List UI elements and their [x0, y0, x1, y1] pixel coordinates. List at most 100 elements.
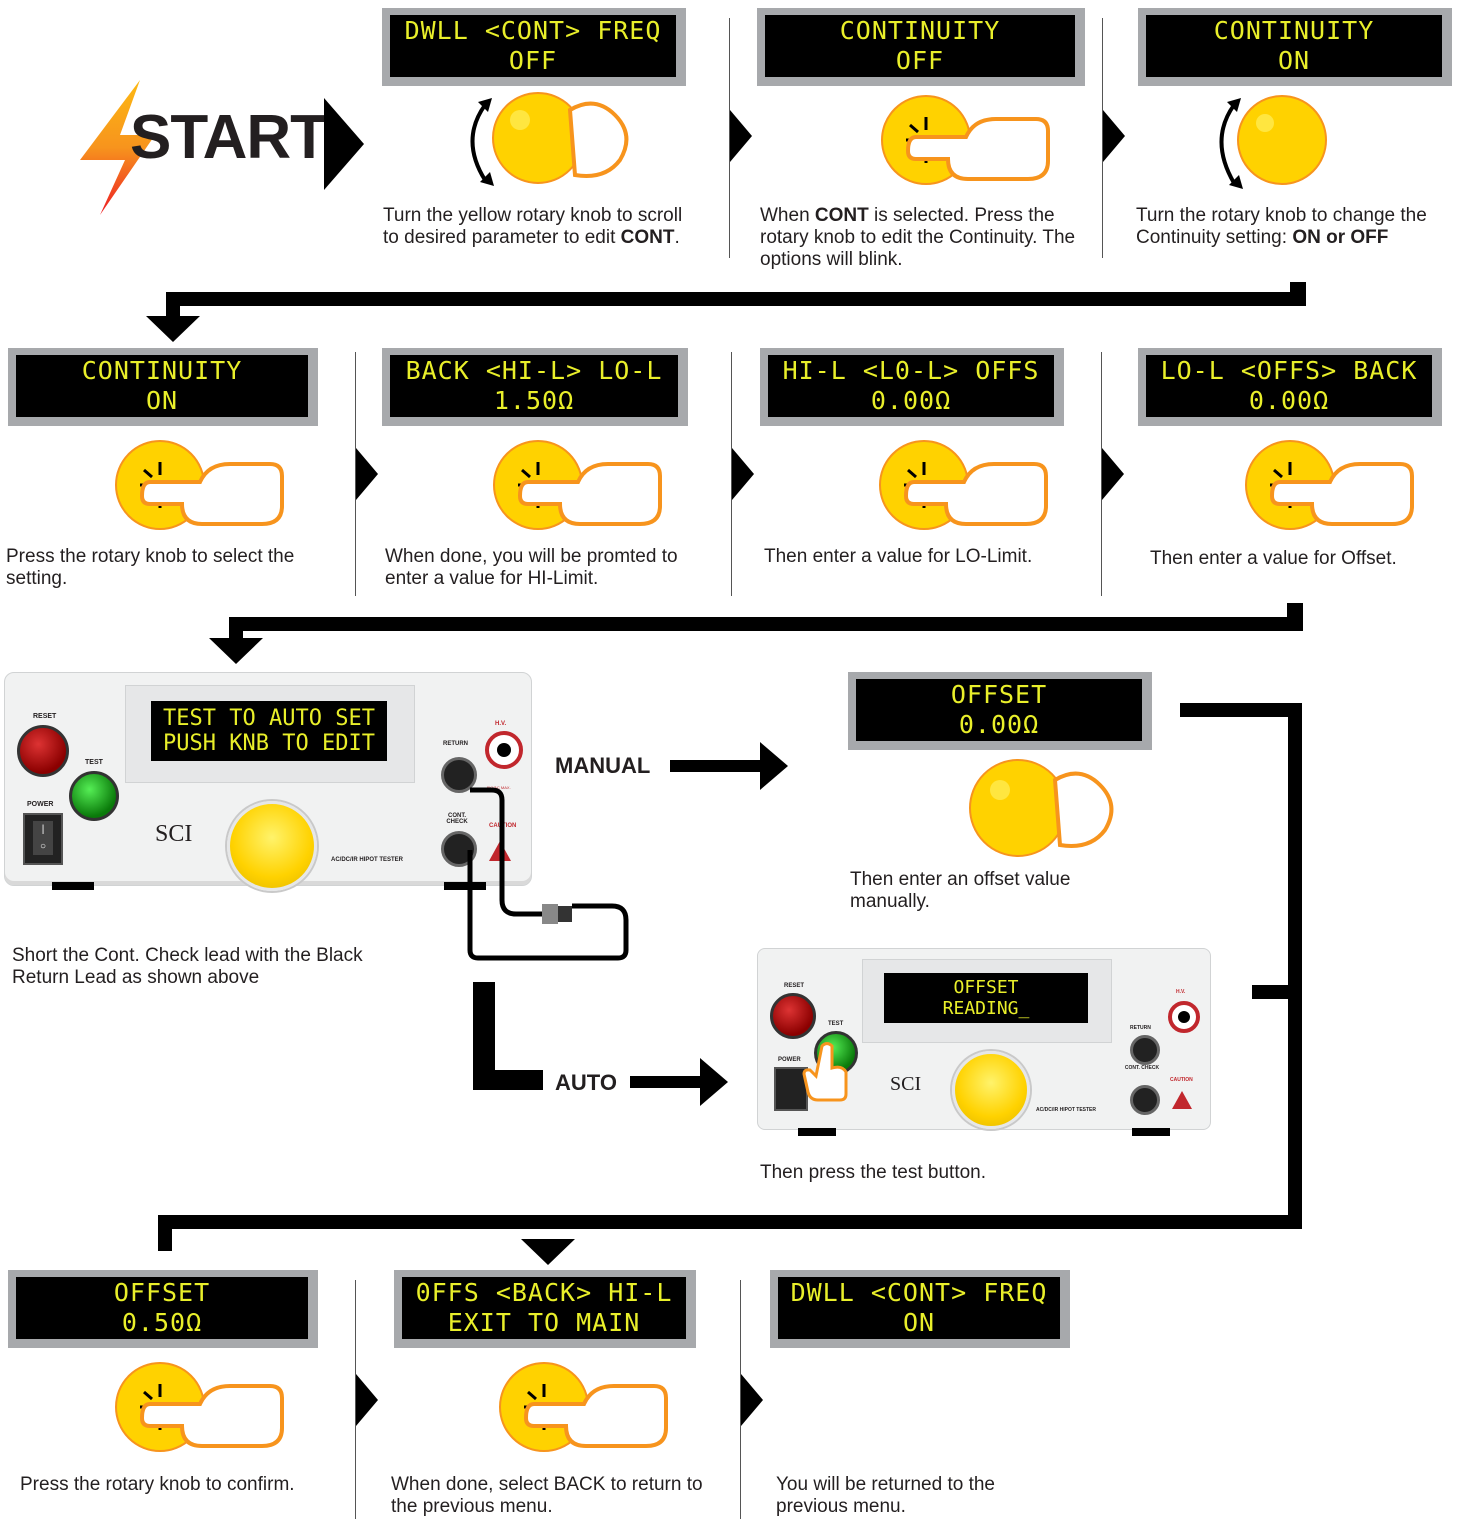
- rotate-knob-icon: [969, 759, 1114, 857]
- reset-button[interactable]: [770, 993, 816, 1039]
- caption-text: When: [760, 205, 815, 226]
- return-label: RETURN: [443, 741, 468, 747]
- lcd-display: 0FFS <BACK> HI-L EXIT TO MAIN: [394, 1270, 696, 1348]
- caption-bold: CONT: [620, 227, 675, 248]
- press-knob-icon: [881, 95, 1050, 185]
- step-caption: When CONT is selected. Press the rotary …: [760, 205, 1090, 271]
- device-foot: [52, 882, 94, 890]
- next-arrow-icon: [741, 1374, 763, 1426]
- model-label: AC/DC/IR HIPOT TESTER: [331, 857, 404, 863]
- auto-flow-line: [473, 982, 495, 1090]
- return-label: RETURN: [1130, 1025, 1151, 1031]
- separator: [729, 18, 730, 258]
- lcd-display: OFFSET 0.50Ω: [8, 1270, 318, 1348]
- lcd-line: 0FFS <BACK> HI-L: [415, 1278, 673, 1307]
- auto-arrow: [630, 1076, 704, 1088]
- return-terminal[interactable]: [1130, 1035, 1160, 1065]
- cont-check-terminal[interactable]: [1130, 1085, 1160, 1115]
- lcd-line: DWLL <CONT> FREQ: [790, 1278, 1048, 1307]
- flow-line: [158, 1215, 1302, 1229]
- device-foot: [798, 1128, 836, 1136]
- flow-line: [1252, 985, 1302, 999]
- flow-line: [1180, 703, 1302, 717]
- power-switch[interactable]: [774, 1067, 808, 1111]
- device-foot: [444, 882, 486, 890]
- start-label: START: [130, 103, 328, 172]
- lcd-line: HI-L <L0-L> OFFS: [782, 356, 1040, 385]
- step-caption: Then enter a value for LO-Limit.: [764, 546, 1033, 567]
- auto-flow-line: [473, 1070, 543, 1090]
- lcd-line: ON: [145, 386, 179, 415]
- hipot-tester-device: TEST TO AUTO SET PUSH KNB TO EDIT RESET …: [4, 672, 532, 891]
- power-switch[interactable]: |○: [23, 813, 63, 865]
- auto-arrow-head-icon: [700, 1058, 728, 1106]
- lcd-line: 0.50Ω: [121, 1308, 203, 1337]
- separator: [740, 1280, 741, 1519]
- lcd-display: CONTINUITY ON: [8, 348, 318, 426]
- rotate-knob-icon: [470, 92, 629, 186]
- lcd-line: DWLL <CONT> FREQ: [404, 16, 662, 45]
- lcd-line: BACK <HI-L> LO-L: [405, 356, 663, 385]
- hv-terminal-hole: [1178, 1011, 1190, 1023]
- device-caption: Short the Cont. Check lead with the Blac…: [12, 945, 363, 988]
- auto-caption: Then press the test button.: [760, 1162, 987, 1183]
- hv-terminal[interactable]: [1168, 1001, 1200, 1033]
- pointing-hand-icon: [802, 1042, 848, 1102]
- auto-label: AUTO: [555, 1070, 617, 1095]
- lcd-line: 0.00Ω: [958, 710, 1040, 739]
- reset-button[interactable]: [17, 725, 69, 777]
- hv-terminal-hole: [497, 743, 511, 757]
- manual-caption: Then enter an offset value manually.: [850, 869, 1071, 912]
- model-label: AC/DC/IR HIPOT TESTER: [1036, 1107, 1097, 1113]
- brand-logo: SCI: [890, 1073, 922, 1095]
- lcd-display: DWLL <CONT> FREQ OFF: [382, 8, 686, 86]
- press-knob-icon: [493, 440, 662, 530]
- rotary-knob[interactable]: [952, 1051, 1030, 1129]
- hv-terminal[interactable]: [485, 731, 523, 769]
- next-arrow-icon: [1103, 110, 1125, 162]
- brand-logo: SCI: [155, 821, 193, 847]
- separator: [355, 352, 356, 596]
- return-terminal[interactable]: [441, 757, 477, 793]
- step-caption: When done, you will be promted to enter …: [385, 546, 678, 589]
- device-lcd-line: READING_: [942, 998, 1030, 1019]
- lcd-line: EXIT TO MAIN: [447, 1308, 641, 1337]
- flow-line: [1288, 703, 1302, 1229]
- rotary-knob[interactable]: [227, 801, 317, 891]
- hv-label: H.V.: [1176, 989, 1186, 995]
- start-logo-icon: [80, 80, 155, 215]
- step-caption: Press the rotary knob to confirm.: [20, 1474, 295, 1495]
- lcd-line: ON: [902, 1308, 936, 1337]
- lcd-line: LO-L <OFFS> BACK: [1160, 356, 1418, 385]
- device-foot: [1132, 1128, 1170, 1136]
- caption-bold: CONT: [814, 205, 869, 226]
- flow-line: [166, 292, 180, 318]
- down-arrow-icon: [521, 1239, 575, 1265]
- lcd-line: 0.00Ω: [1248, 386, 1330, 415]
- hv-label: H.V.: [495, 721, 507, 727]
- lcd-line: 1.50Ω: [493, 386, 575, 415]
- next-arrow-icon: [1102, 448, 1124, 500]
- lcd-display: LO-L <OFFS> BACK 0.00Ω: [1138, 348, 1442, 426]
- step-caption: Press the rotary knob to select the sett…: [6, 546, 295, 589]
- next-arrow-icon: [730, 110, 752, 162]
- hipot-tester-device: OFFSET READING_ RESET TEST POWER SCI AC/…: [757, 948, 1211, 1130]
- lcd-line: CONTINUITY: [839, 16, 1001, 45]
- lcd-line: OFFSET: [113, 1278, 211, 1307]
- separator: [731, 352, 732, 596]
- max-voltage-label: 5KVAC MAX.: [487, 785, 511, 790]
- lcd-display: OFFSET 0.00Ω: [848, 672, 1152, 750]
- power-switch-rocker: |○: [33, 821, 53, 855]
- rotate-knob-icon: [1219, 95, 1327, 189]
- manual-label: MANUAL: [555, 753, 651, 778]
- warning-icon: [1172, 1091, 1192, 1109]
- flow-line: [229, 617, 1303, 631]
- test-button[interactable]: [69, 771, 119, 821]
- press-knob-icon: [499, 1362, 668, 1452]
- press-knob-icon: [1245, 440, 1414, 530]
- step-caption: Turn the rotary knob to change the Conti…: [1136, 205, 1476, 249]
- step-caption: You will be returned to the previous men…: [776, 1474, 996, 1517]
- reset-label: RESET: [784, 983, 805, 989]
- down-arrow-icon: [146, 316, 200, 342]
- caption-text: Turn the rotary knob to change the Conti…: [1136, 205, 1427, 248]
